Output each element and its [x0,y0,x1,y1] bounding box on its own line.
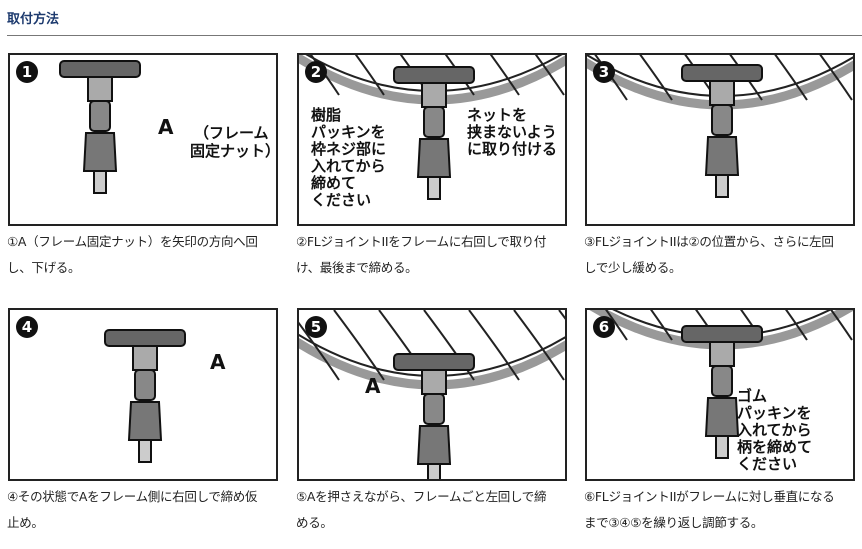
step-caption: ④その状態でAをフレーム側に右回しで締め仮 [7,489,258,504]
step-caption: しで少し緩める。 [584,260,682,275]
step-caption: ⑥FLジョイントIIがフレームに対し垂直になる [584,489,835,504]
step-number-badge: 3 [593,61,615,83]
illustration-label: A [210,350,226,374]
illustration-label: 固定ナット） [190,142,278,160]
illustration-label: （フレーム [194,124,269,142]
illustration-label: ゴム パッキンを 入れてから 柄を締めて ください [737,387,813,473]
step-number-badge: 2 [305,61,327,83]
illustration-label: 樹脂 パッキンを 枠ネジ部に 入れてから 締めて ください [311,106,387,209]
illustration-label: A [158,115,174,139]
step-number-badge: 4 [16,316,38,338]
illustration-label: A [365,374,381,398]
joint-illustration [587,55,853,198]
illustration-step-6: 6 ゴム パッキンを 入れてから 柄を締めて ください [585,308,855,481]
step-caption: ⑤Aを押さえながら、フレームごと左回しで締 [296,489,547,504]
step-caption: 止め。 [7,515,44,530]
step-caption: け、最後まで締める。 [296,260,418,275]
step-caption: ③FLジョイントIIは②の位置から、さらに左回 [584,234,834,249]
joint-illustration [299,310,565,479]
step-caption: ①A（フレーム固定ナット）を矢印の方向へ回 [7,234,258,249]
step-caption: ②FLジョイントIIをフレームに右回しで取り付 [296,234,547,249]
joint-illustration [589,310,853,459]
joint-illustration [59,60,141,194]
step-number-badge: 5 [305,316,327,338]
step-caption: める。 [296,515,333,530]
illustration-step-2: 2 樹脂 パッキンを 枠ネジ部に 入れてから 締めて ください ネットを 挟まないよ… [297,53,567,226]
step-caption: し、下げる。 [7,260,81,275]
divider [7,35,862,36]
illustration-label: ネットを 挟まないよう に取り付ける [467,106,558,158]
step-caption: まで③④⑤を繰り返し調節する。 [584,515,764,530]
joint-illustration [104,329,186,463]
section-title: 取付方法 [7,12,60,27]
step-number-badge: 1 [16,61,38,83]
illustration-step-3: 3 [585,53,855,226]
step-number-badge: 6 [593,316,615,338]
